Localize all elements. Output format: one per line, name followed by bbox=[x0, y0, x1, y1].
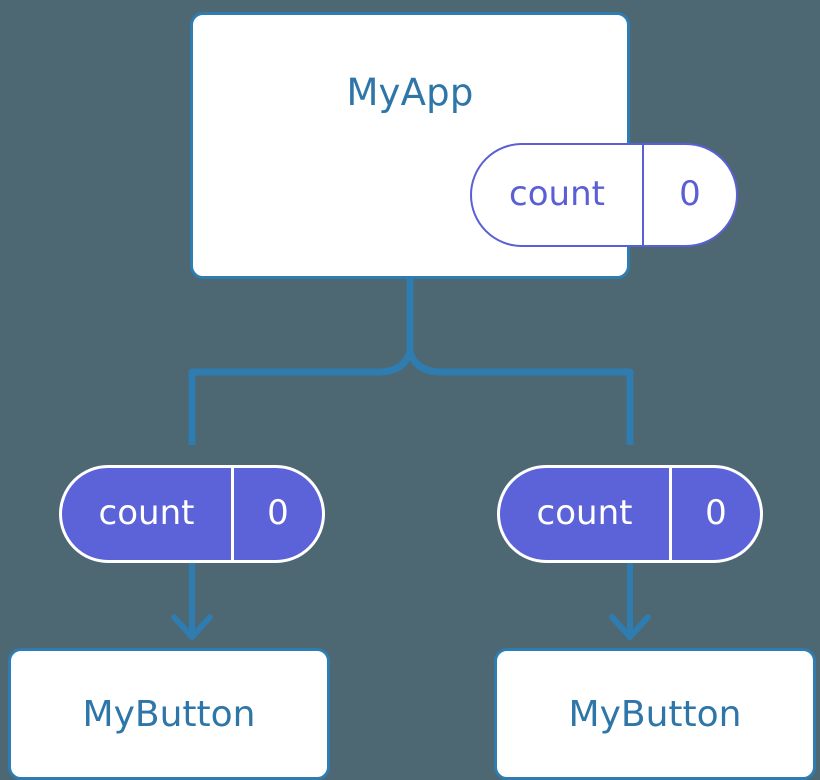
prop-pill-value: 0 bbox=[267, 492, 289, 533]
component-card-myapp[interactable]: MyApp count 0 bbox=[190, 12, 738, 279]
arrow-down-right-icon bbox=[609, 614, 651, 640]
component-card-mybutton-right[interactable]: MyButton bbox=[494, 648, 816, 780]
arrow-down-left-icon bbox=[171, 614, 213, 640]
prop-pill-left[interactable]: count 0 bbox=[59, 465, 325, 563]
state-pill-count[interactable]: count 0 bbox=[470, 143, 738, 247]
prop-pill-key: count bbox=[62, 468, 234, 560]
prop-pill-value: 0 bbox=[705, 492, 727, 533]
component-title-mybutton: MyButton bbox=[568, 694, 742, 735]
state-pill-key: count bbox=[472, 145, 644, 245]
component-title-mybutton: MyButton bbox=[82, 694, 256, 735]
component-card-mybutton-left[interactable]: MyButton bbox=[8, 648, 330, 780]
connector-bus bbox=[188, 348, 634, 376]
state-pill-value: 0 bbox=[679, 173, 701, 214]
prop-pill-key: count bbox=[500, 468, 672, 560]
prop-pill-right[interactable]: count 0 bbox=[497, 465, 763, 563]
component-title-myapp: MyApp bbox=[346, 71, 474, 114]
